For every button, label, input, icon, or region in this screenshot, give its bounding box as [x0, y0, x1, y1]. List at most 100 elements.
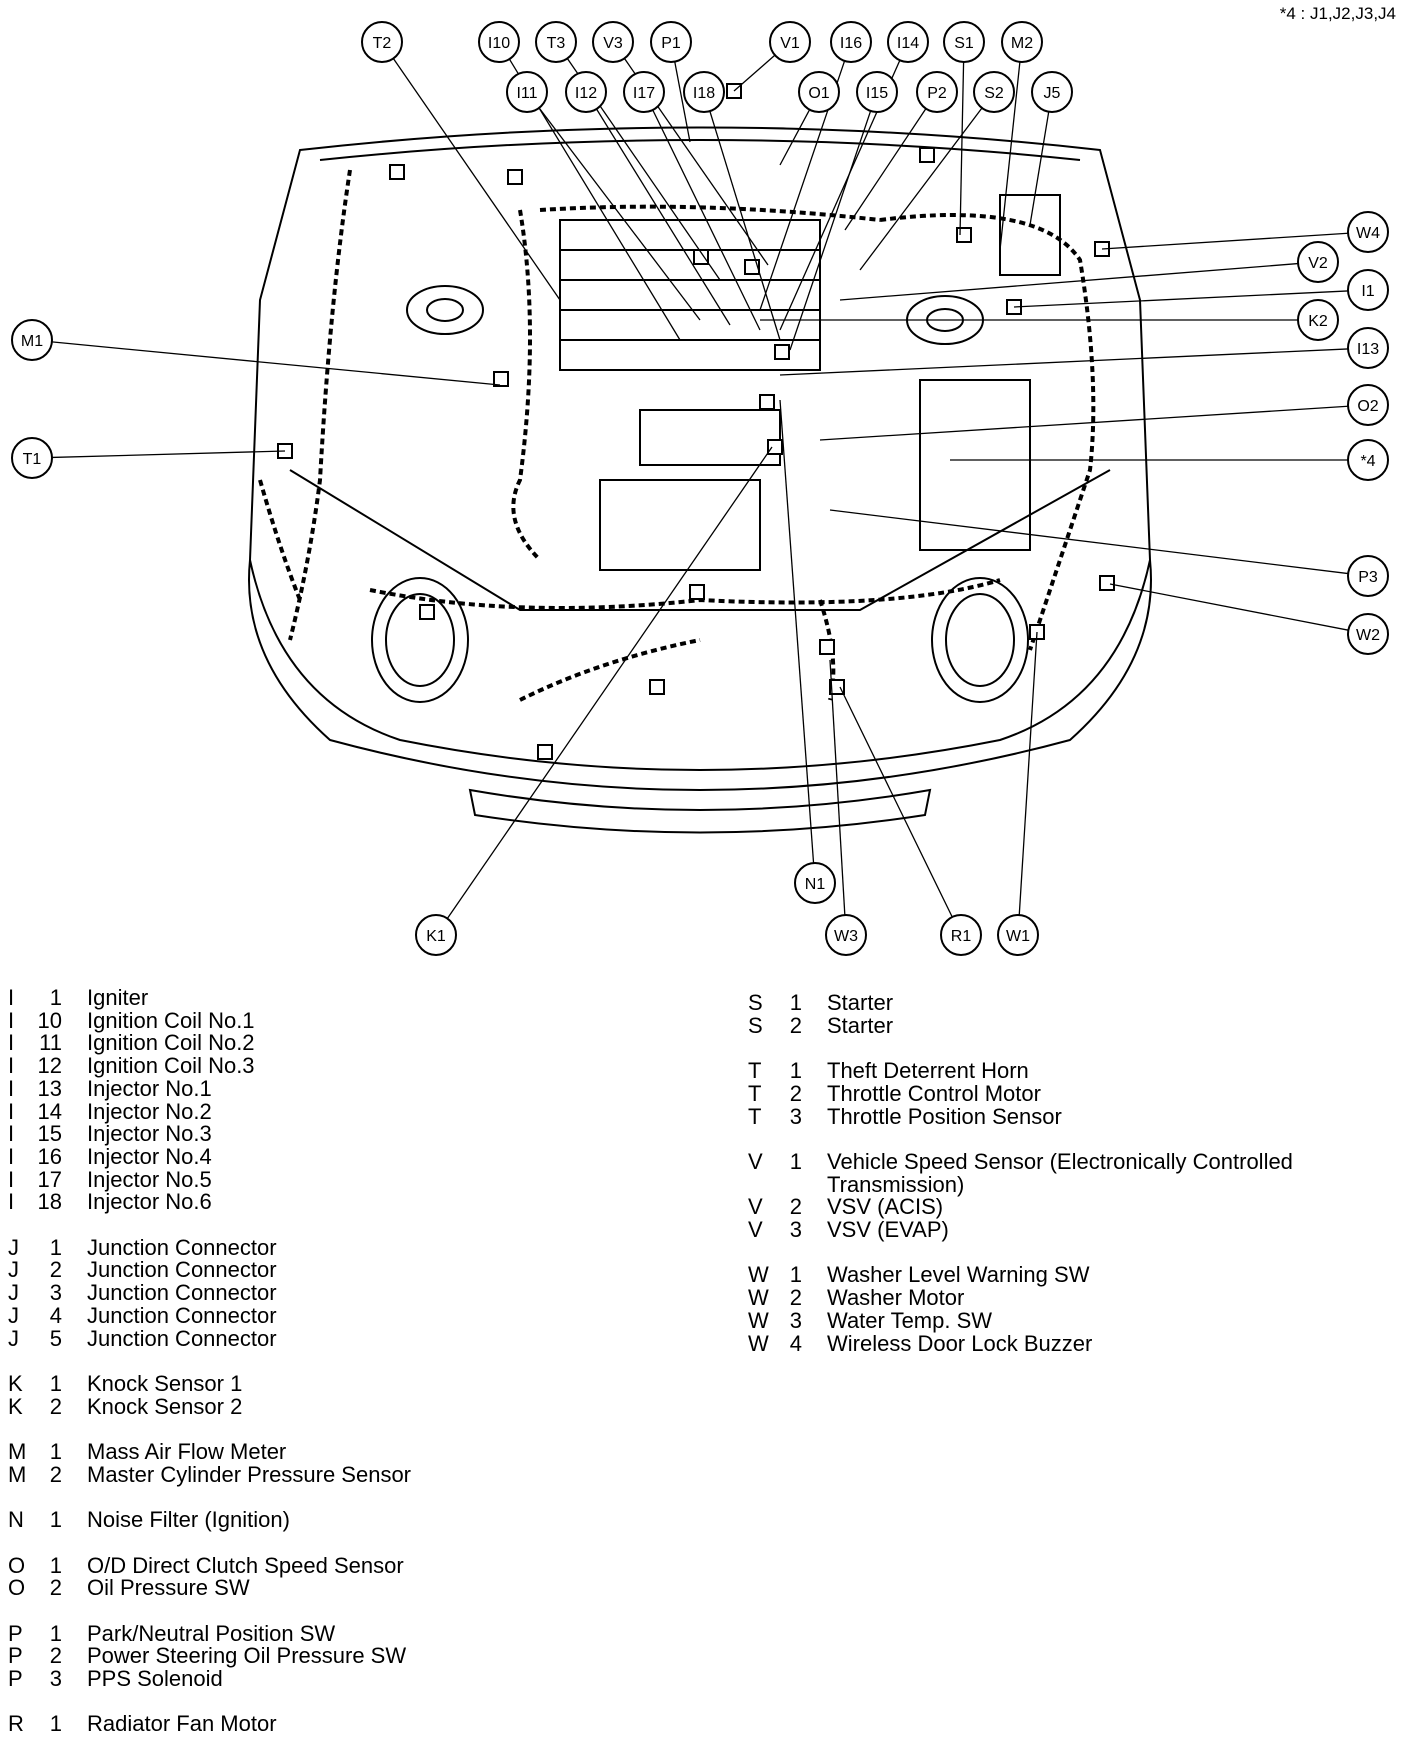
leader-w4	[1101, 232, 1349, 250]
callout-i10: I10	[478, 21, 520, 63]
legend-number: 2	[789, 1012, 802, 1038]
callout-label: W4	[1356, 225, 1380, 242]
legend-number: 3	[49, 1666, 62, 1691]
legend-number: 3	[789, 1103, 802, 1129]
callout-label: W2	[1356, 627, 1380, 644]
callout-i16: I16	[830, 21, 872, 63]
callout-label: I17	[633, 85, 655, 102]
callout-label: J5	[1044, 85, 1061, 102]
legend-description: Injector No.3	[87, 1121, 212, 1147]
legend-number: 3	[789, 1307, 802, 1333]
legend-description: VSV (EVAP)	[827, 1217, 949, 1242]
legend-letter: T	[748, 1058, 762, 1084]
callout-label: K1	[426, 928, 446, 945]
legend-letter: J	[8, 1280, 19, 1306]
callout-label: I12	[575, 85, 597, 102]
callout-label: M1	[21, 333, 43, 350]
leader-w3	[829, 659, 846, 916]
legend-letter: I	[8, 1053, 15, 1079]
legend-description: Washer Level Warning SW	[827, 1262, 1090, 1288]
legend-number: 2	[789, 1194, 802, 1220]
legend-number: 11	[39, 1030, 62, 1056]
legend-number: 10	[37, 1007, 62, 1033]
legend-description: Igniter	[87, 985, 149, 1010]
legend-description: Injector No.6	[87, 1189, 212, 1215]
legend-letter: V	[748, 1148, 763, 1174]
legend-letter: J	[8, 1234, 19, 1260]
legend-description: Noise Filter (Ignition)	[87, 1507, 290, 1533]
callout-label: P3	[1358, 569, 1378, 586]
legend-description: Master Cylinder Pressure Sensor	[87, 1461, 412, 1487]
legend-number: 4	[49, 1302, 62, 1328]
legend-description: Junction Connector	[87, 1325, 277, 1351]
callout-n1: N1	[794, 862, 836, 904]
footnote-j-connectors: *4 : J1,J2,J3,J4	[1279, 4, 1396, 23]
callout-label: K2	[1308, 313, 1328, 330]
callout-p2: P2	[916, 71, 958, 113]
legend-description: Mass Air Flow Meter	[87, 1439, 287, 1465]
legend-letter: I	[8, 1143, 15, 1169]
legend-number: 17	[37, 1166, 62, 1192]
leader-p2	[844, 108, 927, 231]
legend-number: 1	[49, 985, 62, 1010]
callout-label: I10	[488, 35, 510, 52]
callout-star4: *4	[1347, 439, 1389, 481]
legend-row: I 12 Ignition Coil No.3	[8, 1053, 411, 1079]
legend-description: Starter	[827, 990, 894, 1015]
legend-letter: W	[748, 1330, 769, 1356]
legend-letter: J	[8, 1325, 19, 1351]
callout-label: O2	[1357, 398, 1378, 415]
callout-label: I15	[866, 85, 888, 102]
callout-k1: K1	[415, 914, 457, 956]
legend-description: Injector No.4	[87, 1143, 212, 1169]
legend-number: 14	[37, 1098, 62, 1124]
callout-w3: W3	[825, 914, 867, 956]
legend-number: 12	[37, 1053, 62, 1079]
legend-letter: J	[8, 1302, 19, 1328]
callout-i1: I1	[1347, 269, 1389, 311]
callout-s2: S2	[973, 71, 1015, 113]
legend-description: Power Steering Oil Pressure SW	[87, 1643, 407, 1669]
callout-label: M2	[1011, 35, 1033, 52]
legend-letter: K	[8, 1393, 23, 1419]
legend-description: Ignition Coil No.3	[87, 1053, 255, 1079]
legend-number: 2	[49, 1575, 62, 1601]
callout-label: R1	[951, 928, 972, 945]
leader-m1	[51, 341, 501, 386]
callout-label: I18	[693, 85, 715, 102]
legend-number: 13	[37, 1075, 62, 1101]
legend-number: 15	[37, 1121, 62, 1147]
legend-letter: T	[748, 1080, 762, 1106]
legend-number: 3	[789, 1217, 802, 1242]
leader-i17	[652, 109, 761, 331]
callout-m2: M2	[1001, 21, 1043, 63]
legend-description: Washer Motor	[827, 1285, 965, 1311]
legend-letter: W	[748, 1285, 769, 1311]
legend-letter: I	[8, 1098, 15, 1124]
legend-letter: I	[8, 1030, 15, 1056]
legend-letter: S	[748, 990, 763, 1015]
callout-w4: W4	[1347, 211, 1389, 253]
legend-letter: N	[8, 1507, 24, 1533]
callout-label: V2	[1308, 255, 1328, 272]
legend-number: 2	[789, 1285, 802, 1311]
